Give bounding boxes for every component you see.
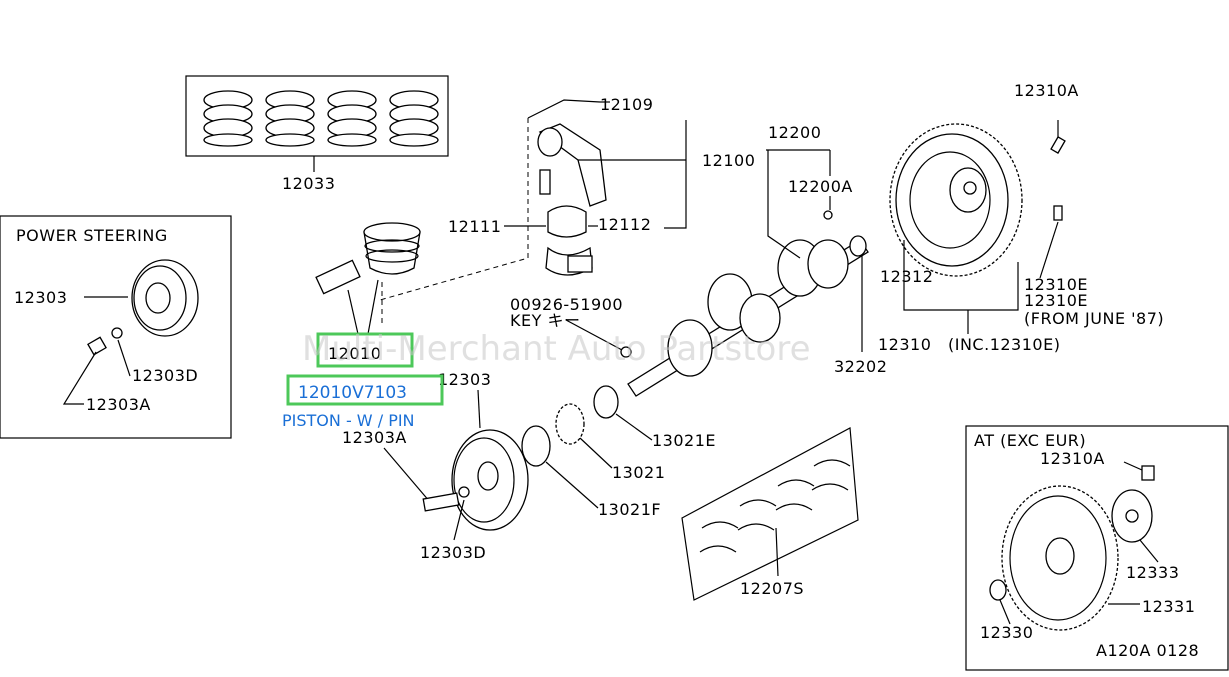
oil-thrower — [521, 425, 551, 467]
label-12109[interactable]: 12109 — [600, 95, 653, 114]
label-13021[interactable]: 13021 — [612, 463, 665, 482]
connecting-rod-assembly: 12109 12100 12111 12112 — [379, 95, 755, 301]
label-12310E-a[interactable]: 12310E — [1024, 275, 1088, 294]
part-description: PISTON - W / PIN — [282, 411, 415, 430]
label-12303D-main[interactable]: 12303D — [420, 543, 486, 562]
piston-ring-set — [389, 90, 439, 147]
label-12033[interactable]: 12033 — [282, 174, 335, 193]
main-bearing-set: 12207S — [681, 427, 859, 601]
part-number-box — [286, 374, 444, 406]
power-steering-inset: POWER STEERING 12303 12303D 12303A — [0, 215, 232, 439]
label-00926-51900[interactable]: 00926-51900 — [510, 295, 623, 314]
at-label-12330[interactable]: 12330 — [980, 623, 1033, 642]
label-from-june-87: (FROM JUNE '87) — [1024, 309, 1164, 328]
label-12303-main[interactable]: 12303 — [438, 370, 491, 389]
flywheel-main: 12310A 12310E 12310E (FROM JUNE '87) 123… — [878, 81, 1164, 354]
at-label-12331[interactable]: 12331 — [1142, 597, 1195, 616]
label-13021E[interactable]: 13021E — [652, 431, 716, 450]
selected-part-highlight: 12010 12010V7103 PISTON - W / PIN — [282, 332, 444, 430]
at-inset: AT (EXC EUR) 12310A 12333 12331 12330 A1… — [965, 425, 1229, 671]
label-12310A[interactable]: 12310A — [1014, 81, 1079, 100]
label-12112[interactable]: 12112 — [598, 215, 651, 234]
power-steering-title: POWER STEERING — [16, 226, 168, 245]
ps-label-12303[interactable]: 12303 — [14, 288, 67, 307]
crank-pulley-group: 12303 12303A 12303D 13021F 13021 13021E — [342, 370, 716, 562]
label-12303A-main[interactable]: 12303A — [342, 428, 407, 447]
label-12010[interactable]: 12010 — [328, 344, 381, 363]
label-12111[interactable]: 12111 — [448, 217, 501, 236]
piston-rings-group: 12033 — [185, 75, 449, 193]
crank-sprocket — [555, 403, 585, 445]
part-number-link[interactable]: 12010V7103 — [298, 383, 407, 403]
piston-pin — [315, 259, 361, 295]
label-12312[interactable]: 12312 — [880, 267, 933, 286]
watermark-text: Multi-Merchant Auto Partstore — [302, 329, 811, 369]
label-key: KEY キー — [510, 311, 580, 330]
ref-highlight-box — [316, 332, 414, 368]
at-label-12333[interactable]: 12333 — [1126, 563, 1179, 582]
crankshaft: 12200 12200A 32202 00926-51900 KEY キー — [510, 123, 887, 397]
spacer — [593, 385, 619, 419]
piston-ring-set — [265, 90, 315, 147]
label-12200A[interactable]: 12200A — [788, 177, 853, 196]
label-12310[interactable]: 12310 — [878, 335, 931, 354]
label-12207S[interactable]: 12207S — [740, 579, 804, 598]
label-inc-12310E: (INC.12310E) — [948, 335, 1060, 354]
label-12310E-b[interactable]: 12310E — [1024, 291, 1088, 310]
label-13021F[interactable]: 13021F — [598, 500, 661, 519]
piston-ring-set — [327, 90, 377, 147]
ps-label-12303D[interactable]: 12303D — [132, 366, 198, 385]
label-12100[interactable]: 12100 — [702, 151, 755, 170]
ps-label-12303A[interactable]: 12303A — [86, 395, 151, 414]
diagram-code: A120A 0128 — [1096, 641, 1199, 660]
at-label-12310A[interactable]: 12310A — [1040, 449, 1105, 468]
label-12200[interactable]: 12200 — [768, 123, 821, 142]
piston-ring-set — [203, 90, 253, 147]
at-title: AT (EXC EUR) — [974, 431, 1086, 450]
label-32202[interactable]: 32202 — [834, 357, 887, 376]
piston-assembly — [315, 222, 421, 335]
